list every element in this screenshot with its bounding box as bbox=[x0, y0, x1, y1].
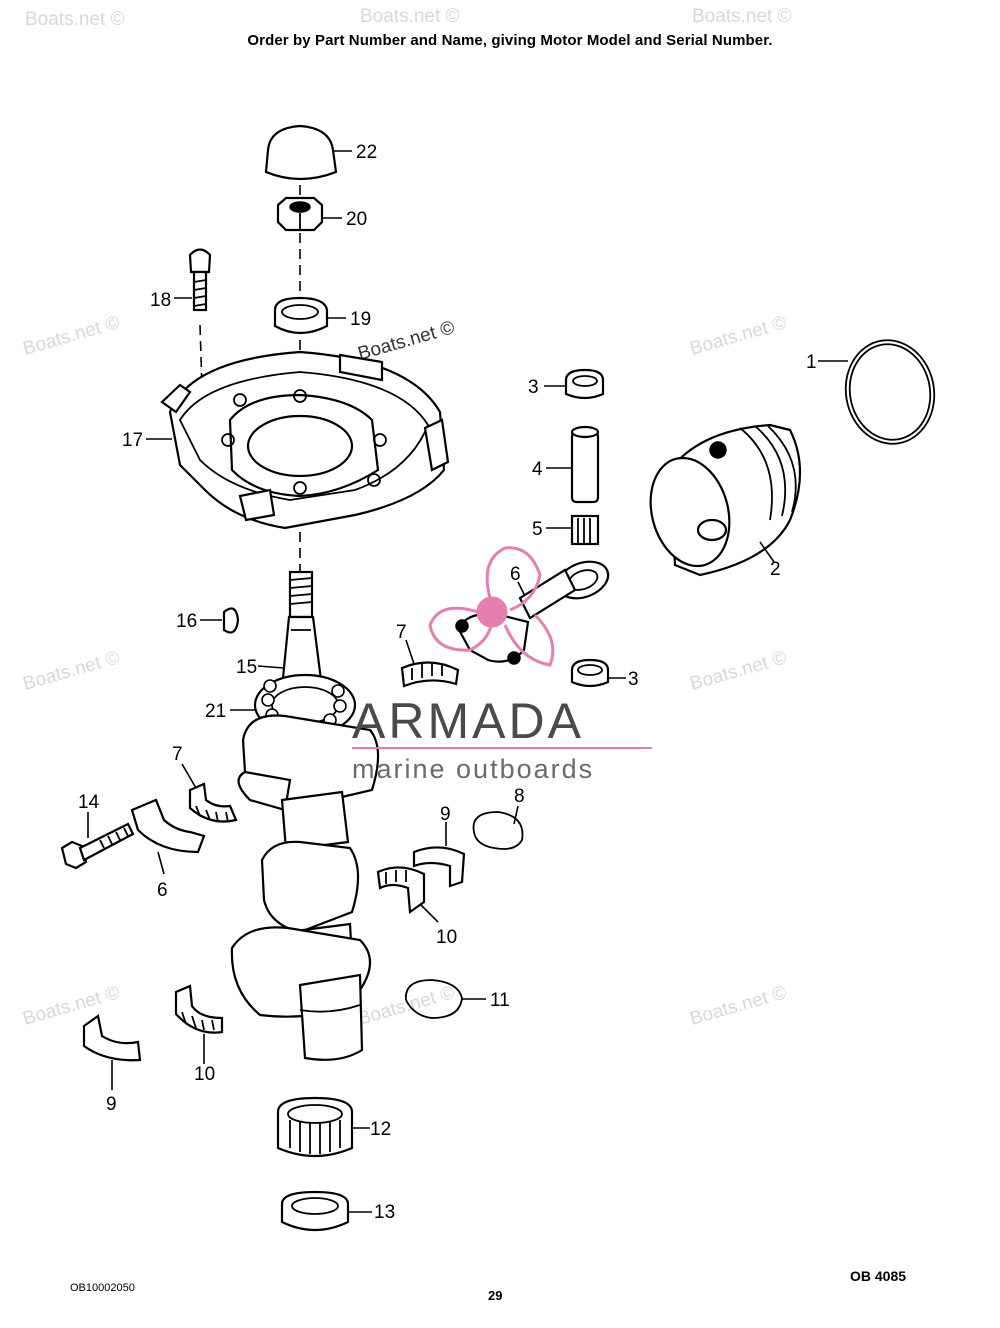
part-connecting-rod bbox=[455, 560, 610, 665]
part-rod-cap bbox=[130, 798, 206, 854]
callout-15: 15 bbox=[236, 657, 257, 678]
part-crankshaft bbox=[230, 570, 380, 1061]
part-bearing-cage bbox=[400, 661, 460, 688]
part-needle-bearing bbox=[570, 514, 600, 546]
part-piston bbox=[649, 423, 802, 577]
watermark-text: Boats.net © bbox=[688, 312, 789, 360]
brand-name: ARMADA bbox=[352, 693, 584, 749]
callout-6: 6 bbox=[157, 880, 168, 901]
part-retaining-ring bbox=[405, 979, 463, 1019]
part-wrist-pin bbox=[570, 425, 600, 504]
brand-tagline: marine outboards bbox=[352, 754, 594, 784]
part-retaining-ring bbox=[472, 811, 524, 850]
footer-diagram-code: OB 4085 bbox=[850, 1268, 907, 1284]
callout-18: 18 bbox=[150, 290, 171, 311]
footer-figure-code: OB10002050 bbox=[70, 1282, 135, 1294]
part-seal bbox=[273, 296, 329, 335]
callout-2: 2 bbox=[770, 559, 781, 580]
part-woodruff-key bbox=[222, 607, 240, 634]
part-stator-plate bbox=[160, 350, 450, 530]
callout-10: 10 bbox=[436, 927, 457, 948]
page-number: 29 bbox=[488, 1288, 503, 1303]
callout-9: 9 bbox=[106, 1094, 117, 1115]
callout-22: 22 bbox=[356, 142, 377, 163]
watermark-text: Boats.net © bbox=[25, 9, 125, 30]
watermark-text: Boats.net © bbox=[688, 982, 789, 1030]
part-cap bbox=[264, 124, 338, 181]
watermark-text: Boats.net © bbox=[360, 6, 460, 27]
page-header: Order by Part Number and Name, giving Mo… bbox=[247, 32, 773, 49]
callout-17: 17 bbox=[122, 430, 143, 451]
callout-6: 6 bbox=[510, 564, 521, 585]
callout-11: 11 bbox=[490, 990, 510, 1011]
callout-20: 20 bbox=[346, 209, 367, 230]
callout-9: 9 bbox=[440, 804, 451, 825]
watermark-text: Boats.net © bbox=[21, 982, 122, 1030]
callout-3: 3 bbox=[528, 377, 539, 398]
part-piston-ring bbox=[844, 339, 936, 445]
callout-3: 3 bbox=[628, 669, 639, 690]
watermark-text: Boats.net © bbox=[688, 647, 789, 695]
part-bearing-cage bbox=[174, 984, 224, 1034]
watermark-text: Boats.net © bbox=[21, 647, 122, 695]
part-needle-bearing bbox=[276, 1096, 354, 1158]
callout-14: 14 bbox=[78, 792, 100, 813]
callout-16: 16 bbox=[176, 611, 197, 632]
callout-4: 4 bbox=[532, 459, 543, 480]
callout-10: 10 bbox=[194, 1064, 215, 1085]
part-bearing-half bbox=[82, 1014, 142, 1062]
part-bolt bbox=[60, 822, 135, 870]
brand-propeller-logo bbox=[428, 546, 555, 667]
callout-8: 8 bbox=[514, 786, 525, 807]
callout-1: 1 bbox=[806, 352, 817, 373]
part-thrust-washer bbox=[564, 368, 605, 400]
callout-7: 7 bbox=[172, 744, 183, 765]
leader-lines bbox=[87, 150, 848, 1213]
callout-13: 13 bbox=[374, 1202, 395, 1223]
part-bearing-cage bbox=[188, 782, 238, 823]
callout-5: 5 bbox=[532, 519, 543, 540]
part-nut bbox=[276, 196, 324, 232]
callout-19: 19 bbox=[350, 309, 371, 330]
part-bearing-half bbox=[412, 846, 466, 888]
watermark-text: Boats.net © bbox=[692, 6, 792, 27]
callout-labels: 22 20 19 18 17 16 15 21 1 2 3 4 5 6 3 7 … bbox=[78, 142, 817, 1223]
part-bearing-cage bbox=[376, 866, 426, 915]
callout-12: 12 bbox=[370, 1119, 391, 1140]
callout-21: 21 bbox=[205, 701, 226, 722]
watermark-text: Boats.net © bbox=[21, 312, 122, 360]
part-seal bbox=[280, 1190, 350, 1232]
callout-7: 7 bbox=[396, 622, 407, 643]
part-thrust-washer bbox=[570, 658, 610, 688]
part-screw bbox=[188, 248, 212, 312]
watermark-text: Boats.net © bbox=[356, 982, 457, 1030]
